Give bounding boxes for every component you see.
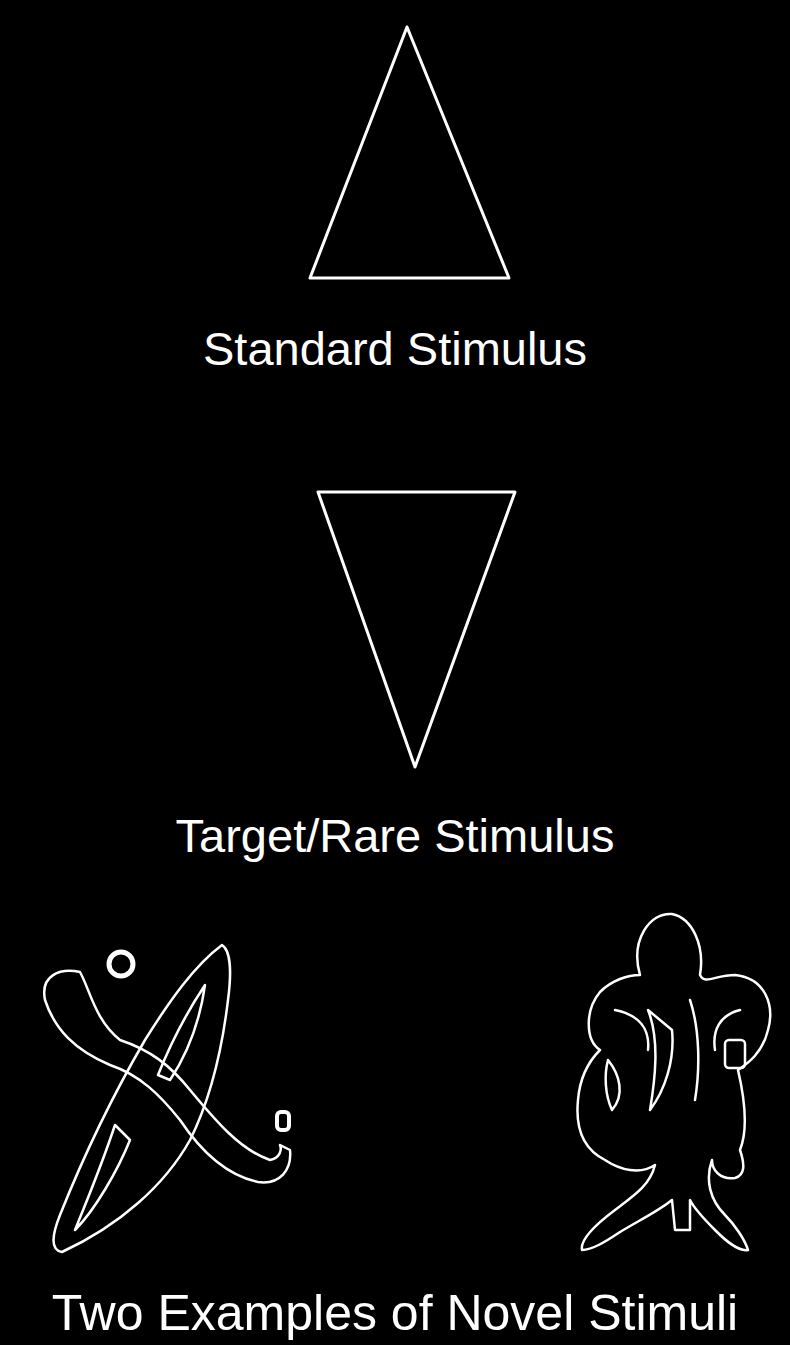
novel-stimulus-right	[577, 914, 770, 1250]
novel-stimulus-left	[44, 945, 290, 1252]
target-triangle	[318, 492, 515, 767]
stimulus-label: Two Examples of Novel Stimuli	[0, 1288, 790, 1338]
stimulus-label: Standard Stimulus	[0, 325, 790, 372]
stimulus-label: Target/Rare Stimulus	[0, 812, 790, 859]
standard-triangle	[310, 27, 509, 278]
